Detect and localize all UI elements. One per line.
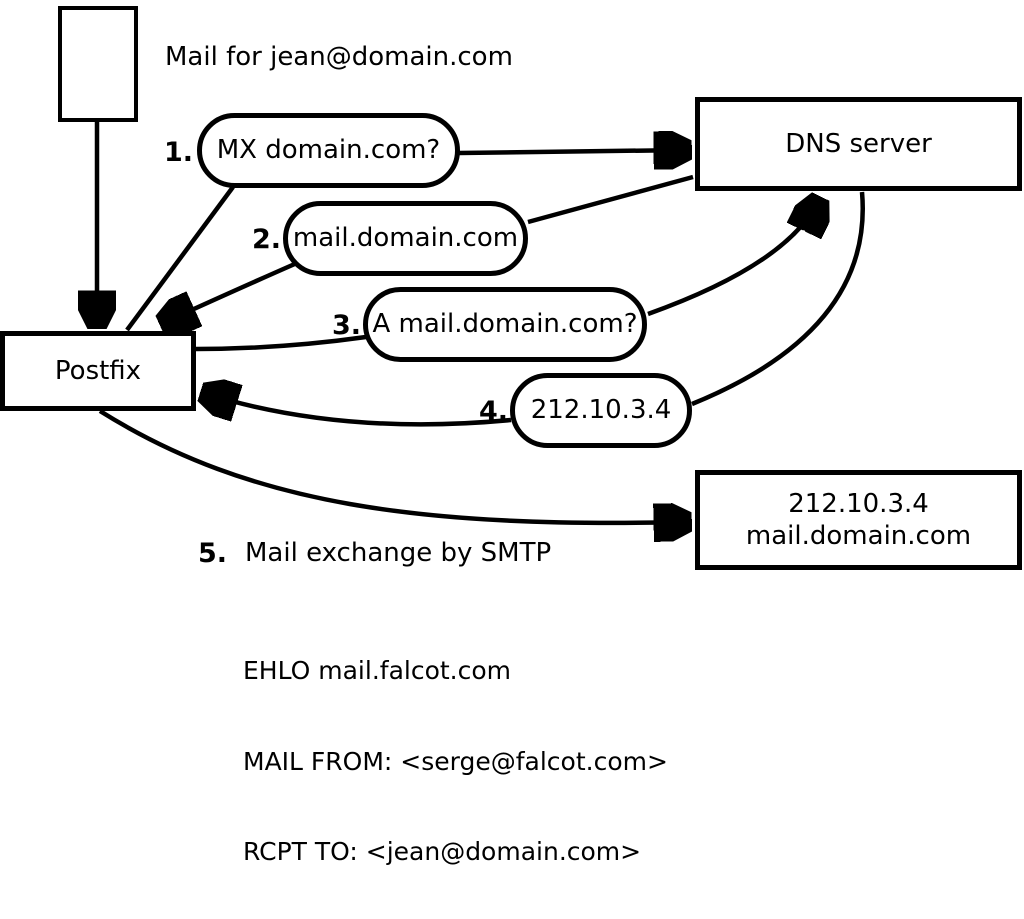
dns-server-box: DNS server (695, 97, 1022, 191)
mail-envelope-icon (58, 6, 138, 122)
postfix-label: Postfix (54, 355, 142, 386)
step-2-number: 2. (251, 224, 281, 255)
arrow-answer4-to-postfix (204, 393, 512, 427)
line-postfix-to-query1 (125, 185, 235, 332)
arrow-query1-to-dns (458, 150, 688, 153)
line-dns-to-answer4 (691, 191, 865, 407)
step-4-answer-label: 212.10.3.4 (530, 395, 672, 426)
step-1-number: 1. (163, 137, 193, 168)
arrow-postfix-to-mailserver (98, 409, 688, 523)
step-3-query-pill: A mail.domain.com? (363, 287, 647, 362)
step-1-query-pill: MX domain.com? (197, 113, 460, 188)
step-1-query-label: MX domain.com? (216, 135, 441, 166)
mail-server-box: 212.10.3.4 mail.domain.com (695, 470, 1022, 570)
step-5-number: 5. (197, 538, 227, 569)
mail-server-ip: 212.10.3.4 (788, 488, 929, 519)
mail-server-hostname: mail.domain.com (745, 521, 972, 551)
arrow-query3-to-dns (647, 200, 819, 317)
postfix-box: Postfix (0, 331, 196, 411)
step-3-number: 3. (331, 310, 361, 341)
step-4-number: 4. (478, 396, 508, 427)
arrow-answer2-to-postfix (163, 260, 298, 323)
step-3-query-label: A mail.domain.com? (372, 309, 638, 340)
step-2-answer-label: mail.domain.com (292, 223, 519, 254)
line-postfix-to-query3 (195, 334, 367, 352)
smtp-line: MAIL FROM: <serge@falcot.com> (243, 746, 668, 776)
step-4-answer-pill: 212.10.3.4 (510, 373, 692, 448)
smtp-line: EHLO mail.falcot.com (243, 656, 512, 685)
dns-server-label: DNS server (785, 128, 932, 159)
step-5-label: Mail exchange by SMTP (245, 538, 552, 568)
line-dns-to-answer2 (527, 174, 694, 225)
step-2-answer-pill: mail.domain.com (283, 201, 528, 276)
mail-note: Mail for jean@domain.com (165, 42, 513, 72)
smtp-session-transcript: EHLO mail.falcot.com MAIL FROM: <serge@f… (243, 597, 668, 919)
smtp-line: RCPT TO: <jean@domain.com> (243, 837, 642, 866)
